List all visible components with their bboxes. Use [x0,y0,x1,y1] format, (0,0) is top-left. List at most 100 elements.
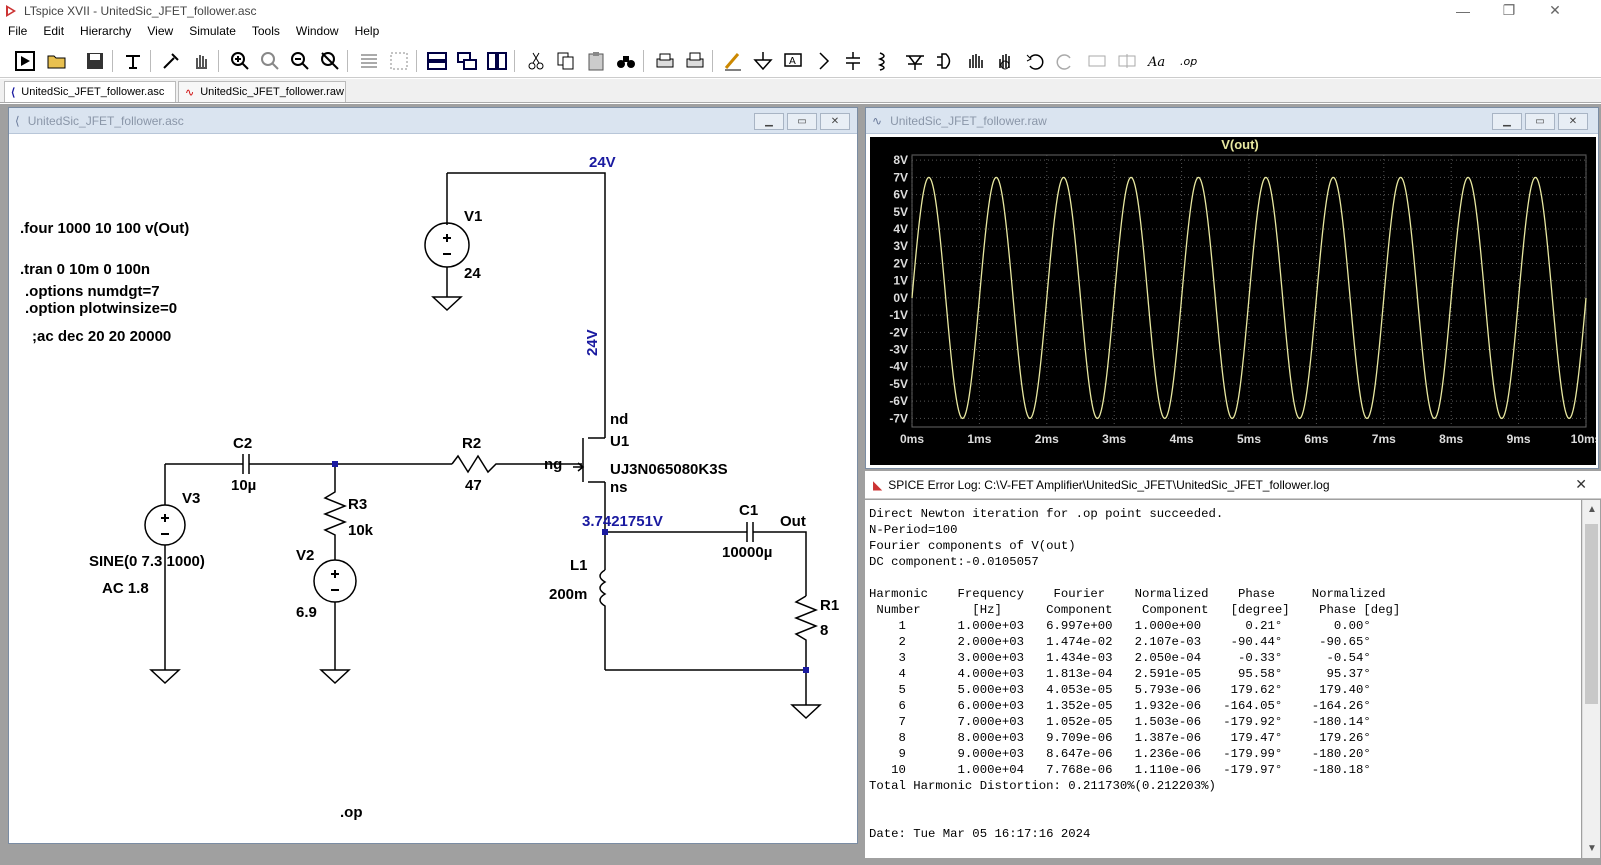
op-voltage-annotation[interactable]: 3.7421751V [582,513,663,530]
zoom-fit-icon[interactable] [257,48,283,74]
restore-button[interactable]: ❐ [1502,2,1516,18]
error-log-scrollbar[interactable]: ▲ ▼ [1582,500,1600,858]
u1-name[interactable]: U1 [610,433,630,450]
menu-hierarchy[interactable]: Hierarchy [80,24,132,38]
schematic-canvas[interactable] [0,0,858,844]
r3-name[interactable]: R3 [348,496,368,513]
zoom-out-icon[interactable] [287,48,313,74]
tab-schematic[interactable]: ⟨ UnitedSic_JFET_follower.asc [4,81,176,102]
waveform-minimize-button[interactable]: ▁ [1492,113,1522,130]
menu-simulate[interactable]: Simulate [189,24,236,38]
resistor-icon[interactable] [810,48,836,74]
menu-tools[interactable]: Tools [251,24,280,38]
text-icon[interactable]: Aa [1144,48,1170,74]
r2-value[interactable]: 47 [465,477,482,494]
label-net-icon[interactable]: A [780,48,806,74]
grid-icon[interactable] [386,48,412,74]
cut-icon[interactable] [523,48,549,74]
mirror-icon[interactable] [1114,48,1140,74]
tran-directive[interactable]: .tran 0 10m 0 100n [20,261,151,278]
v1-value[interactable]: 24 [464,265,481,282]
v2-name[interactable]: V2 [296,547,315,564]
trace-label[interactable]: V(out) [1221,137,1259,152]
v3-value[interactable]: SINE(0 7.3 1000) [89,553,205,570]
c2-value[interactable]: 10µ [231,477,257,494]
rotate-icon[interactable] [1084,48,1110,74]
r2-name[interactable]: R2 [462,435,482,452]
zoom-cancel-icon[interactable] [317,48,343,74]
waveform-window-titlebar: ∿ UnitedSic_JFET_follower.raw [866,108,1598,134]
find-binoculars-icon[interactable] [613,48,639,74]
menu-edit[interactable]: Edit [43,24,65,38]
paste-icon[interactable] [583,48,609,74]
move-hand-icon[interactable] [962,48,988,74]
ground-icon[interactable] [750,48,776,74]
l1-name[interactable]: L1 [570,557,588,574]
net-label-nd[interactable]: nd [610,411,629,428]
menu-file[interactable]: File [8,24,28,38]
r1-value[interactable]: 8 [820,622,829,639]
cascade-icon[interactable] [454,48,480,74]
tile-vertical-icon[interactable] [484,48,510,74]
v2-value[interactable]: 6.9 [296,604,317,621]
menu-view[interactable]: View [147,24,174,38]
schematic-minimize-button[interactable]: ▁ [754,113,784,130]
waveform-close-button[interactable]: ✕ [1558,113,1588,130]
close-window-button[interactable]: ✕ [1549,2,1561,18]
undo-icon[interactable] [1022,48,1048,74]
ac-directive-comment[interactable]: ;ac dec 20 20 20000 [32,328,172,345]
net-label-24v-side[interactable]: 24V [584,329,601,356]
option-directive[interactable]: .option plotwinsize=0 [25,300,178,317]
schematic-window-title: UnitedSic_JFET_follower.asc [27,113,184,128]
menu-window[interactable]: Window [295,24,339,38]
v3-ac-value[interactable]: AC 1.8 [102,580,149,597]
copy-icon[interactable] [553,48,579,74]
schematic-close-button[interactable]: ✕ [820,113,850,130]
capacitor-icon[interactable] [840,48,866,74]
autorange-icon[interactable] [356,48,382,74]
net-label-out[interactable]: Out [780,513,806,530]
print-icon[interactable] [652,48,678,74]
scroll-thumb[interactable] [1585,524,1598,704]
tab-waveform[interactable]: ∿ UnitedSic_JFET_follower.raw [178,81,346,102]
options-directive[interactable]: .options numdgt=7 [25,283,160,300]
print-preview-icon[interactable] [682,48,708,74]
c1-name[interactable]: C1 [739,502,759,519]
tile-horizontal-icon[interactable] [424,48,450,74]
r3-value[interactable]: 10k [348,522,374,539]
spice-directive-icon[interactable]: .op [1176,48,1202,74]
save-icon[interactable] [82,48,108,74]
draw-wire-icon[interactable] [720,48,746,74]
v3-name[interactable]: V3 [182,490,201,507]
open-folder-icon[interactable] [44,48,70,74]
run-icon[interactable] [12,48,38,74]
drag-hand-icon[interactable] [992,48,1018,74]
redo-icon[interactable] [1052,48,1078,74]
error-log-close-button[interactable]: ✕ [1575,476,1587,492]
menu-help[interactable]: Help [354,24,380,38]
probe-icon[interactable] [158,48,184,74]
waveform-maximize-button[interactable]: ▭ [1525,113,1555,130]
c1-value[interactable]: 10000µ [722,544,773,561]
zoom-in-icon[interactable] [227,48,253,74]
l1-value[interactable]: 200m [549,586,588,603]
schematic-maximize-button[interactable]: ▭ [787,113,817,130]
u1-model[interactable]: UJ3N065080K3S [610,461,728,478]
net-label-24v-top[interactable]: 24V [589,154,616,171]
r1-name[interactable]: R1 [820,597,840,614]
log-line: Fourier components of V(out) [869,539,1076,553]
component-icon[interactable] [932,48,958,74]
net-label-ng[interactable]: ng [544,456,563,473]
diode-icon[interactable] [902,48,928,74]
control-panel-icon[interactable] [120,48,146,74]
four-directive[interactable]: .four 1000 10 100 v(Out) [20,220,190,237]
log-line: Number [Hz] Component Component [degree]… [869,603,1401,617]
minimize-button[interactable]: — [1456,2,1470,19]
inductor-icon[interactable] [870,48,896,74]
error-log-text[interactable]: Direct Newton iteration for .op point su… [865,500,1581,858]
net-label-ns[interactable]: ns [610,479,628,496]
c2-name[interactable]: C2 [233,435,253,452]
op-directive[interactable]: .op [340,804,363,821]
v1-name[interactable]: V1 [464,208,483,225]
pan-hand-icon[interactable] [188,48,214,74]
